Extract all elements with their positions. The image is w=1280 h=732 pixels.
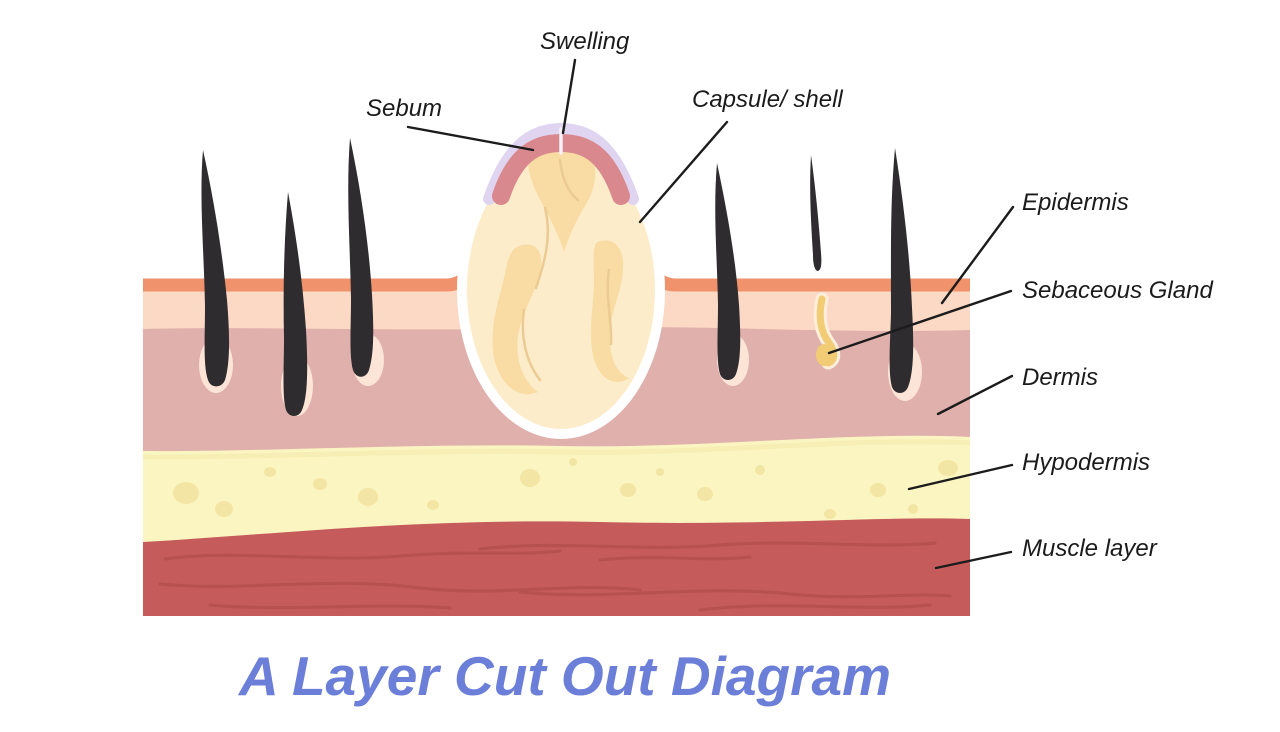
muscle-fiber-line — [518, 589, 952, 599]
hypodermis-top-highlight — [142, 439, 971, 460]
cyst-sebum-lines — [521, 158, 613, 382]
cyst — [457, 141, 665, 439]
fat-spot — [697, 487, 713, 501]
fat-spot — [908, 504, 918, 514]
sebum-blob — [492, 244, 542, 395]
hair — [201, 150, 230, 387]
fat-spot — [173, 482, 199, 504]
muscle-fiber-line — [478, 541, 937, 551]
fat-spot — [755, 465, 765, 475]
muscle-fiber-line — [158, 581, 642, 593]
sebaceous-gland — [813, 292, 841, 370]
leader-dermis — [936, 374, 1014, 416]
leader-muscle-layer — [934, 550, 1013, 570]
sebum-line — [558, 158, 580, 202]
label-epidermis: Epidermis — [1022, 189, 1129, 216]
fat-spot — [938, 460, 958, 476]
sebum-line — [534, 206, 550, 290]
fat-spot — [358, 488, 378, 506]
hair — [348, 138, 374, 377]
hypodermis-layer — [143, 427, 970, 542]
label-hypodermis: Hypodermis — [1022, 449, 1151, 476]
fat-spot — [427, 500, 439, 510]
fat-spot — [870, 483, 886, 497]
hair — [810, 155, 822, 271]
hair — [715, 163, 741, 380]
hairs — [201, 138, 914, 416]
leader-swelling — [561, 58, 577, 135]
leader-epidermis — [940, 205, 1015, 305]
label-capsule-shell: Capsule/ shell — [692, 86, 843, 113]
label-sebum: Sebum — [366, 95, 443, 122]
leader-lines — [406, 58, 1015, 570]
sebaceous-gland-duct — [816, 295, 838, 367]
fat-spot — [520, 469, 540, 487]
leader-sebaceous-gland — [827, 289, 1013, 355]
sebum-line — [606, 268, 613, 346]
muscle-fiber-line — [698, 603, 932, 612]
fat-spot — [313, 478, 327, 490]
leader-hypodermis — [907, 463, 1014, 491]
label-swelling: Swelling — [540, 28, 630, 55]
label-dermis: Dermis — [1022, 364, 1098, 391]
fat-spot — [824, 509, 836, 519]
hair — [283, 192, 308, 416]
sebum-blob — [528, 149, 596, 252]
sebaceous-gland-body — [816, 344, 832, 366]
muscle-fibers — [158, 541, 952, 612]
label-sebaceous-gland: Sebaceous Gland — [1022, 277, 1213, 304]
muscle-layer — [143, 510, 970, 616]
fat-spot — [215, 501, 233, 517]
hair — [889, 148, 914, 393]
leader-sebum — [406, 125, 535, 152]
fat-spot — [569, 458, 577, 466]
skin-cross-section — [142, 122, 971, 616]
label-muscle-layer: Muscle layer — [1022, 535, 1157, 562]
hypodermis-fat-spots — [173, 458, 958, 519]
fat-spot — [264, 467, 276, 477]
leader-capsule-shell — [638, 120, 729, 224]
muscle-fiber-line — [163, 549, 562, 561]
sebum-line — [521, 308, 542, 382]
muscle-fiber-line — [208, 603, 452, 610]
fat-spot — [620, 483, 636, 497]
diagram-title: A Layer Cut Out Diagram — [239, 645, 891, 707]
fat-spot — [656, 468, 664, 476]
muscle-fiber-line — [598, 555, 752, 562]
